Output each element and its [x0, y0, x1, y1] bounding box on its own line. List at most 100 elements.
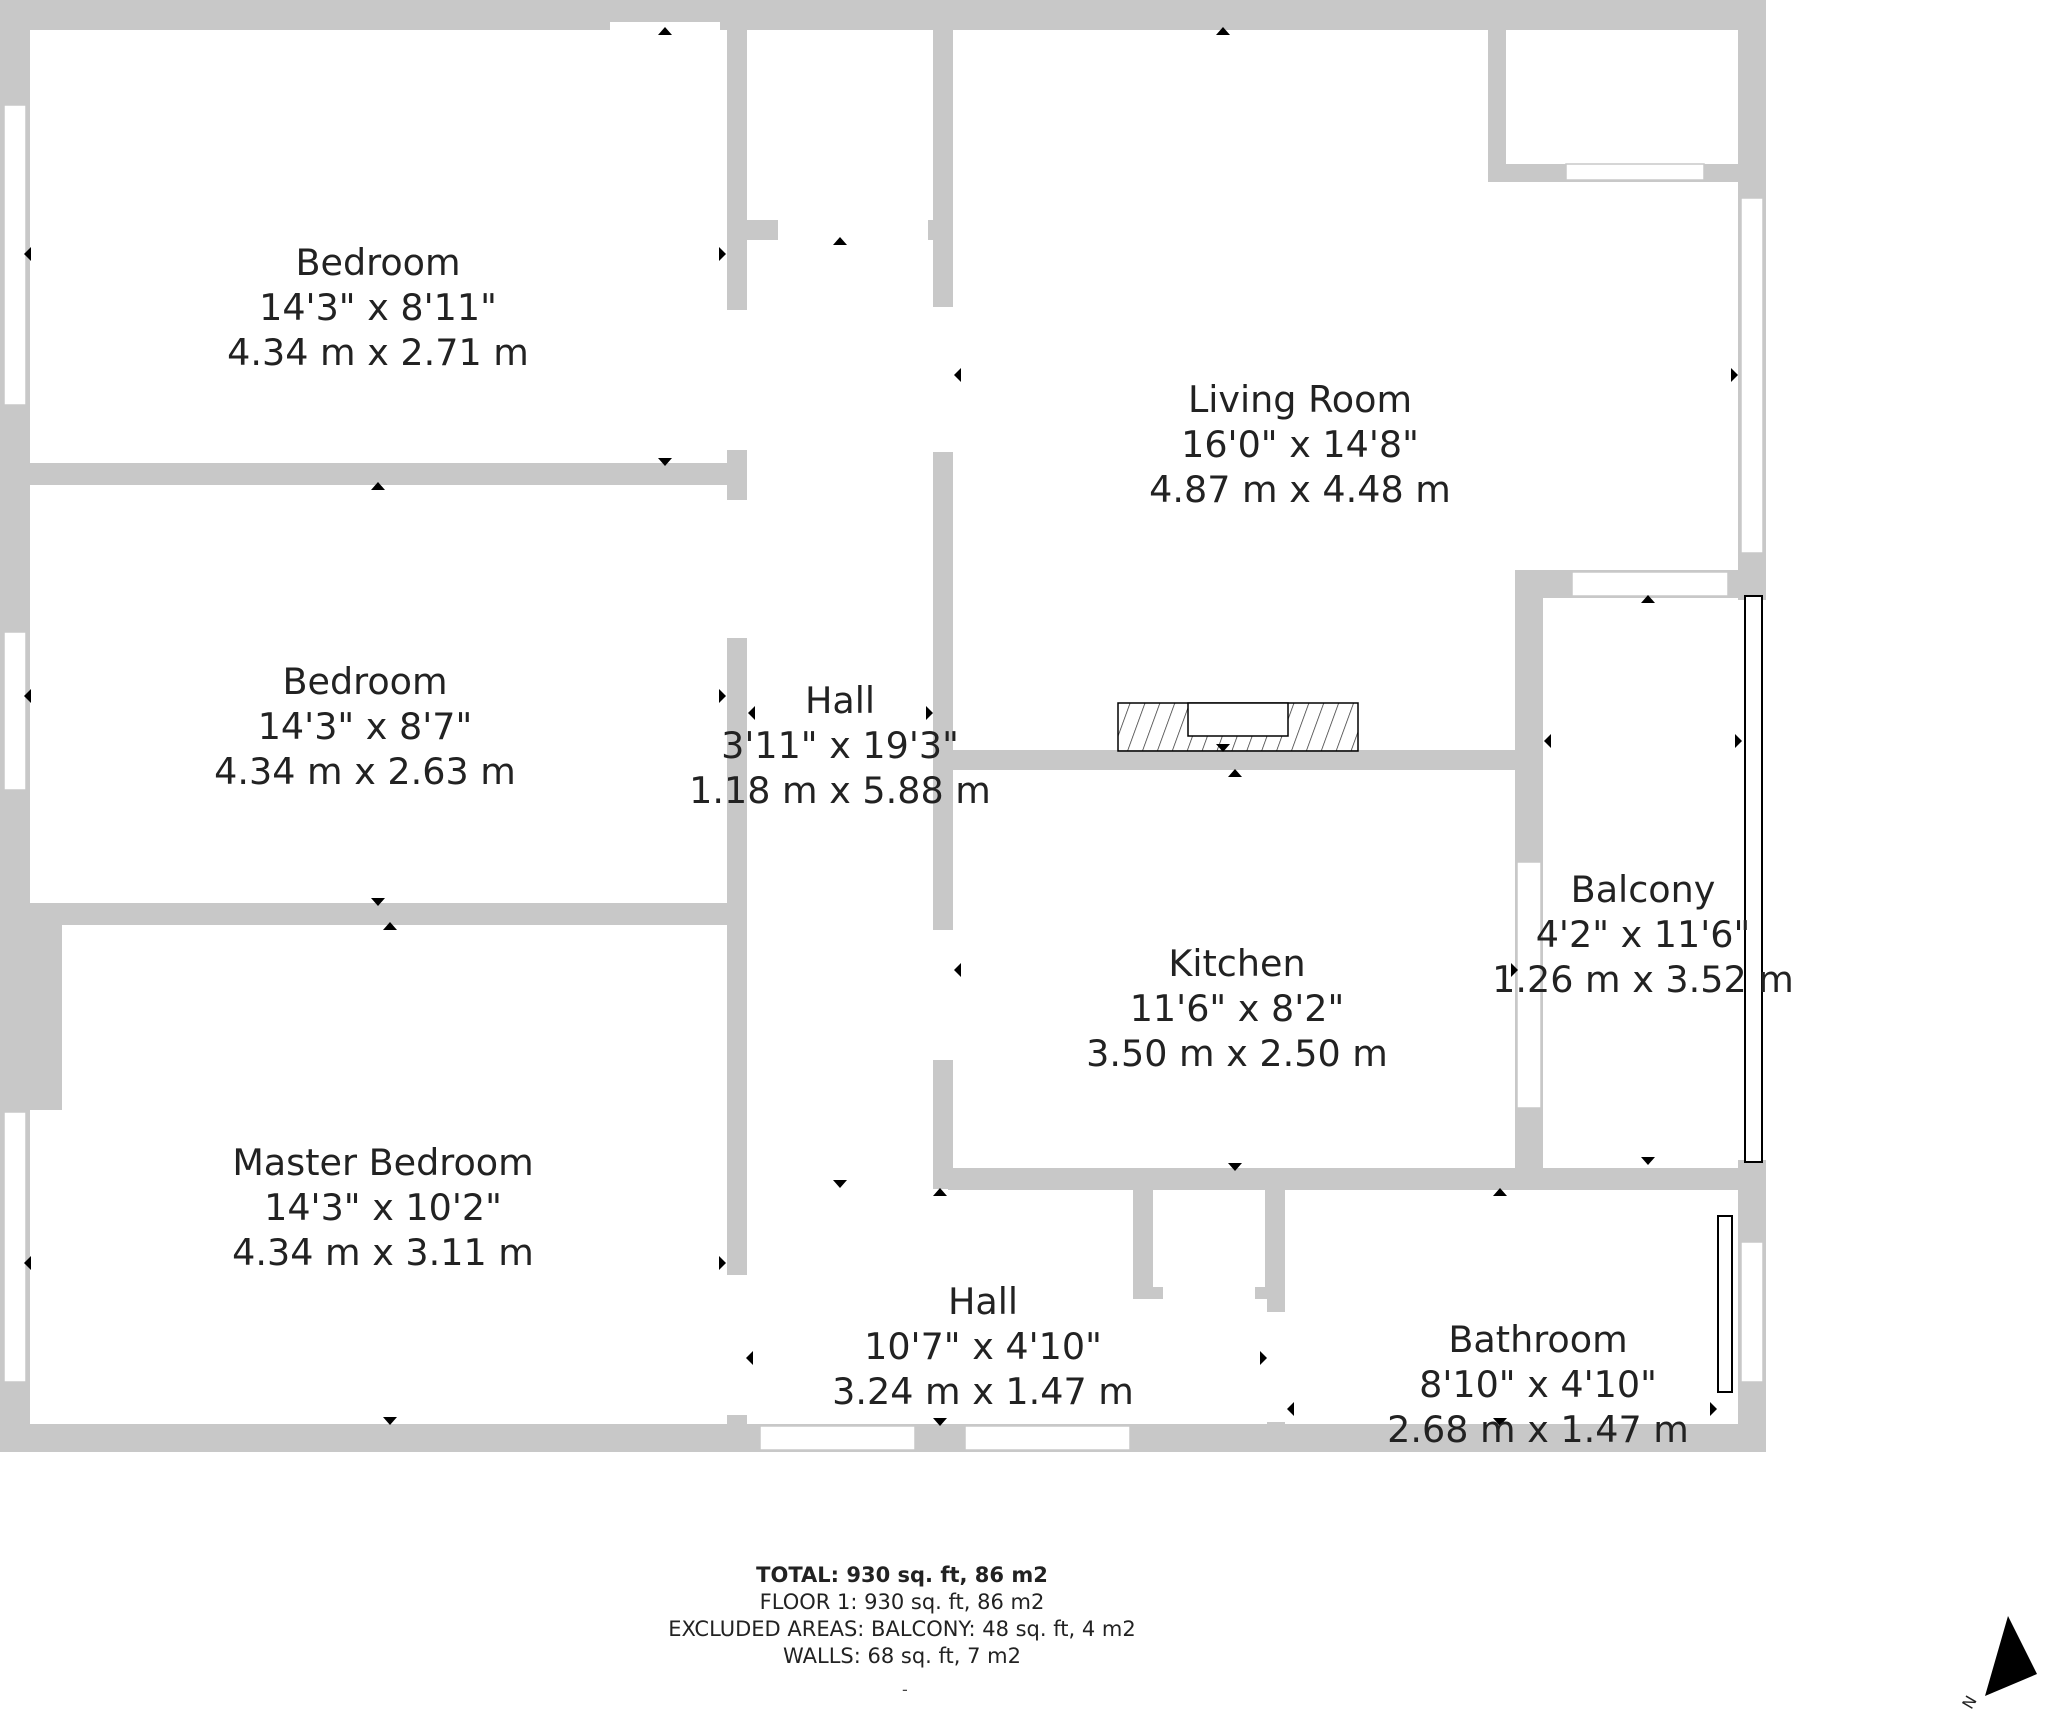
door-closet [778, 219, 928, 241]
marker [1228, 1163, 1242, 1171]
wall-cupboard-right [1265, 1185, 1285, 1297]
windows [3, 104, 1764, 1451]
door-bedroom-1 [726, 310, 748, 450]
room-name: Hall [804, 679, 876, 722]
marker [1544, 734, 1551, 748]
room-imperial: 4'2" x 11'6" [1535, 913, 1751, 956]
marker [933, 1188, 947, 1196]
excluded-area: EXCLUDED AREAS: BALCONY: 48 sq. ft, 4 m2 [668, 1617, 1136, 1641]
door-living [932, 307, 954, 452]
area-summary: TOTAL: 930 sq. ft, 86 m2 FLOOR 1: 930 sq… [668, 1562, 1135, 1670]
window-bedroom-2 [3, 631, 27, 791]
window-bathroom [1740, 1241, 1764, 1383]
room-imperial: 8'10" x 4'10" [1419, 1363, 1657, 1406]
wall-cupboard-left [1133, 1185, 1153, 1297]
marker [954, 368, 961, 382]
room-metric: 1.26 m x 3.52 m [1492, 958, 1794, 1001]
wall-kitchen-bottom [948, 1168, 1766, 1190]
room-name: Bathroom [1448, 1318, 1628, 1361]
marker [1216, 744, 1230, 752]
room-metric: 3.24 m x 1.47 m [832, 1370, 1134, 1413]
room-imperial: 3'11" x 19'3" [721, 724, 959, 767]
marker [1287, 1402, 1294, 1416]
marker [24, 689, 31, 703]
marker [1511, 963, 1518, 977]
window-living [1740, 197, 1764, 554]
room-metric: 4.34 m x 2.63 m [214, 750, 516, 793]
marker [1641, 1157, 1655, 1165]
marker [1493, 1418, 1507, 1426]
room-imperial: 10'7" x 4'10" [864, 1325, 1102, 1368]
marker [1228, 769, 1242, 777]
window-hall-bottom-1 [759, 1425, 916, 1451]
marker [1731, 368, 1738, 382]
room-label-bathroom: Bathroom 8'10" x 4'10" 2.68 m x 1.47 m [1387, 1317, 1689, 1452]
room-name: Living Room [1187, 378, 1413, 421]
marker [383, 1417, 397, 1425]
room-name: Balcony [1570, 868, 1716, 911]
marker [1493, 1188, 1507, 1196]
north-arrow-icon: N [1958, 1616, 2037, 1712]
door-bedroom-2 [726, 500, 748, 638]
wall-left-pillar [0, 915, 62, 1110]
marker [24, 247, 31, 261]
door-master [726, 1275, 748, 1415]
marker [371, 482, 385, 490]
room-metric: 2.68 m x 1.47 m [1387, 1408, 1689, 1451]
marker [833, 237, 847, 245]
room-label-hall-vertical: Hall 3'11" x 19'3" 1.18 m x 5.88 m [689, 678, 991, 813]
marker [748, 706, 755, 720]
room-name: Bedroom [295, 241, 461, 284]
room-metric: 4.34 m x 3.11 m [232, 1231, 534, 1274]
window-kitchen-balcony [1516, 861, 1542, 1109]
marker [926, 706, 933, 720]
marker [933, 1418, 947, 1426]
window-closet [1565, 163, 1705, 181]
door-cupboard [1163, 1285, 1255, 1301]
marker [24, 1256, 31, 1270]
fireplace-opening [1187, 702, 1289, 737]
room-label-bedroom-2: Bedroom 14'3" x 8'7" 4.34 m x 2.63 m [214, 659, 516, 794]
room-imperial: 11'6" x 8'2" [1129, 987, 1345, 1030]
marker [1710, 1402, 1717, 1416]
marker [954, 963, 961, 977]
room-label-hall-horizontal: Hall 10'7" x 4'10" 3.24 m x 1.47 m [832, 1279, 1134, 1414]
door-bathroom [1266, 1312, 1286, 1422]
room-imperial: 14'3" x 10'2" [264, 1186, 502, 1229]
room-imperial: 16'0" x 14'8" [1181, 423, 1419, 466]
room-label-living-room: Living Room 16'0" x 14'8" 4.87 m x 4.48 … [1149, 377, 1451, 512]
compass-label: N [1958, 1692, 1980, 1712]
room-imperial: 14'3" x 8'7" [257, 705, 473, 748]
wall-bedroom-2-master [24, 903, 730, 925]
room-label-balcony: Balcony 4'2" x 11'6" 1.26 m x 3.52 m [1492, 867, 1794, 1002]
marker [658, 458, 672, 466]
wall-top [0, 0, 1766, 30]
marker [833, 1180, 847, 1188]
room-name: Bedroom [282, 660, 448, 703]
room-metric: 3.50 m x 2.50 m [1086, 1032, 1388, 1075]
marker [746, 1351, 753, 1365]
room-imperial: 14'3" x 8'11" [259, 286, 497, 329]
room-metric: 4.34 m x 2.71 m [227, 331, 529, 374]
marker [1735, 734, 1742, 748]
room-name: Hall [947, 1280, 1019, 1323]
balcony-railing [1717, 595, 1763, 1393]
door-kitchen [932, 930, 954, 1060]
marker [1216, 27, 1230, 35]
room-label-master-bedroom: Master Bedroom 14'3" x 10'2" 4.34 m x 3.… [232, 1140, 534, 1275]
dimension-markers [24, 27, 1742, 1426]
fireplace [1117, 702, 1359, 752]
total-area: TOTAL: 930 sq. ft, 86 m2 [756, 1563, 1048, 1587]
marker [719, 1256, 726, 1270]
balcony-rail [1744, 595, 1763, 1163]
window-bedroom-1 [3, 104, 27, 406]
compass-needle [1985, 1616, 2037, 1696]
marker [1641, 595, 1655, 603]
marker [719, 689, 726, 703]
room-name: Master Bedroom [232, 1141, 534, 1184]
wall-bedroom-1-2 [24, 463, 730, 485]
window-balcony-top [1571, 571, 1729, 597]
room-metric: 1.18 m x 5.88 m [689, 769, 991, 812]
marker [1260, 1351, 1267, 1365]
